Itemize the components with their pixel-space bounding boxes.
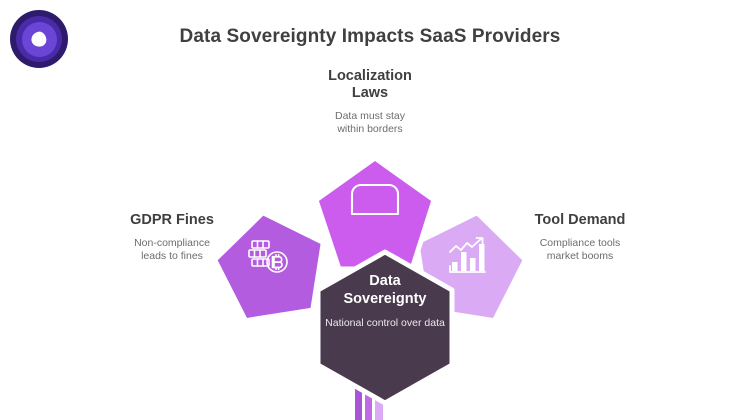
node-label-gdpr-fines: GDPR Fines Non-compliance leads to fines bbox=[98, 212, 246, 263]
brand-logo bbox=[10, 10, 68, 68]
node-desc-line1-gdpr-fines: Non-compliance bbox=[134, 237, 210, 249]
stem-bar-2 bbox=[365, 378, 372, 420]
node-desc-line2-tool-demand: market booms bbox=[546, 250, 614, 262]
node-label-tool-demand: Tool Demand Compliance tools market boom… bbox=[500, 212, 660, 263]
node-shape-localization-laws[interactable] bbox=[313, 155, 437, 272]
page-title: Data Sovereignty Impacts SaaS Providers bbox=[179, 26, 561, 47]
node-label-localization-laws: Localization Laws Data must stay within … bbox=[295, 68, 445, 136]
database-server-icon bbox=[350, 183, 400, 216]
node-desc-line1-localization-laws: Data must stay bbox=[334, 110, 406, 122]
shield-play-logo-icon bbox=[31, 31, 47, 47]
logo-ring-inner bbox=[21, 21, 57, 57]
node-title-gdpr-fines: GDPR Fines bbox=[130, 212, 214, 228]
stem-bar-1 bbox=[355, 378, 362, 420]
node-shape-gdpr-fines[interactable] bbox=[209, 204, 334, 324]
node-title-line2-localization-laws: Laws bbox=[351, 85, 389, 101]
node-desc-line2-localization-laws: within borders bbox=[337, 123, 403, 135]
logo-ring-mid bbox=[16, 16, 62, 62]
money-stack-coin-icon bbox=[248, 240, 288, 273]
growth-bar-chart-icon bbox=[449, 237, 486, 273]
node-desc-line2-gdpr-fines: leads to fines bbox=[141, 250, 203, 262]
center-node-data-sovereignty[interactable] bbox=[315, 249, 455, 406]
node-title-tool-demand: Tool Demand bbox=[534, 212, 626, 228]
node-title-line1-localization-laws: Localization bbox=[328, 68, 412, 84]
node-desc-line1-tool-demand: Compliance tools bbox=[539, 237, 621, 249]
